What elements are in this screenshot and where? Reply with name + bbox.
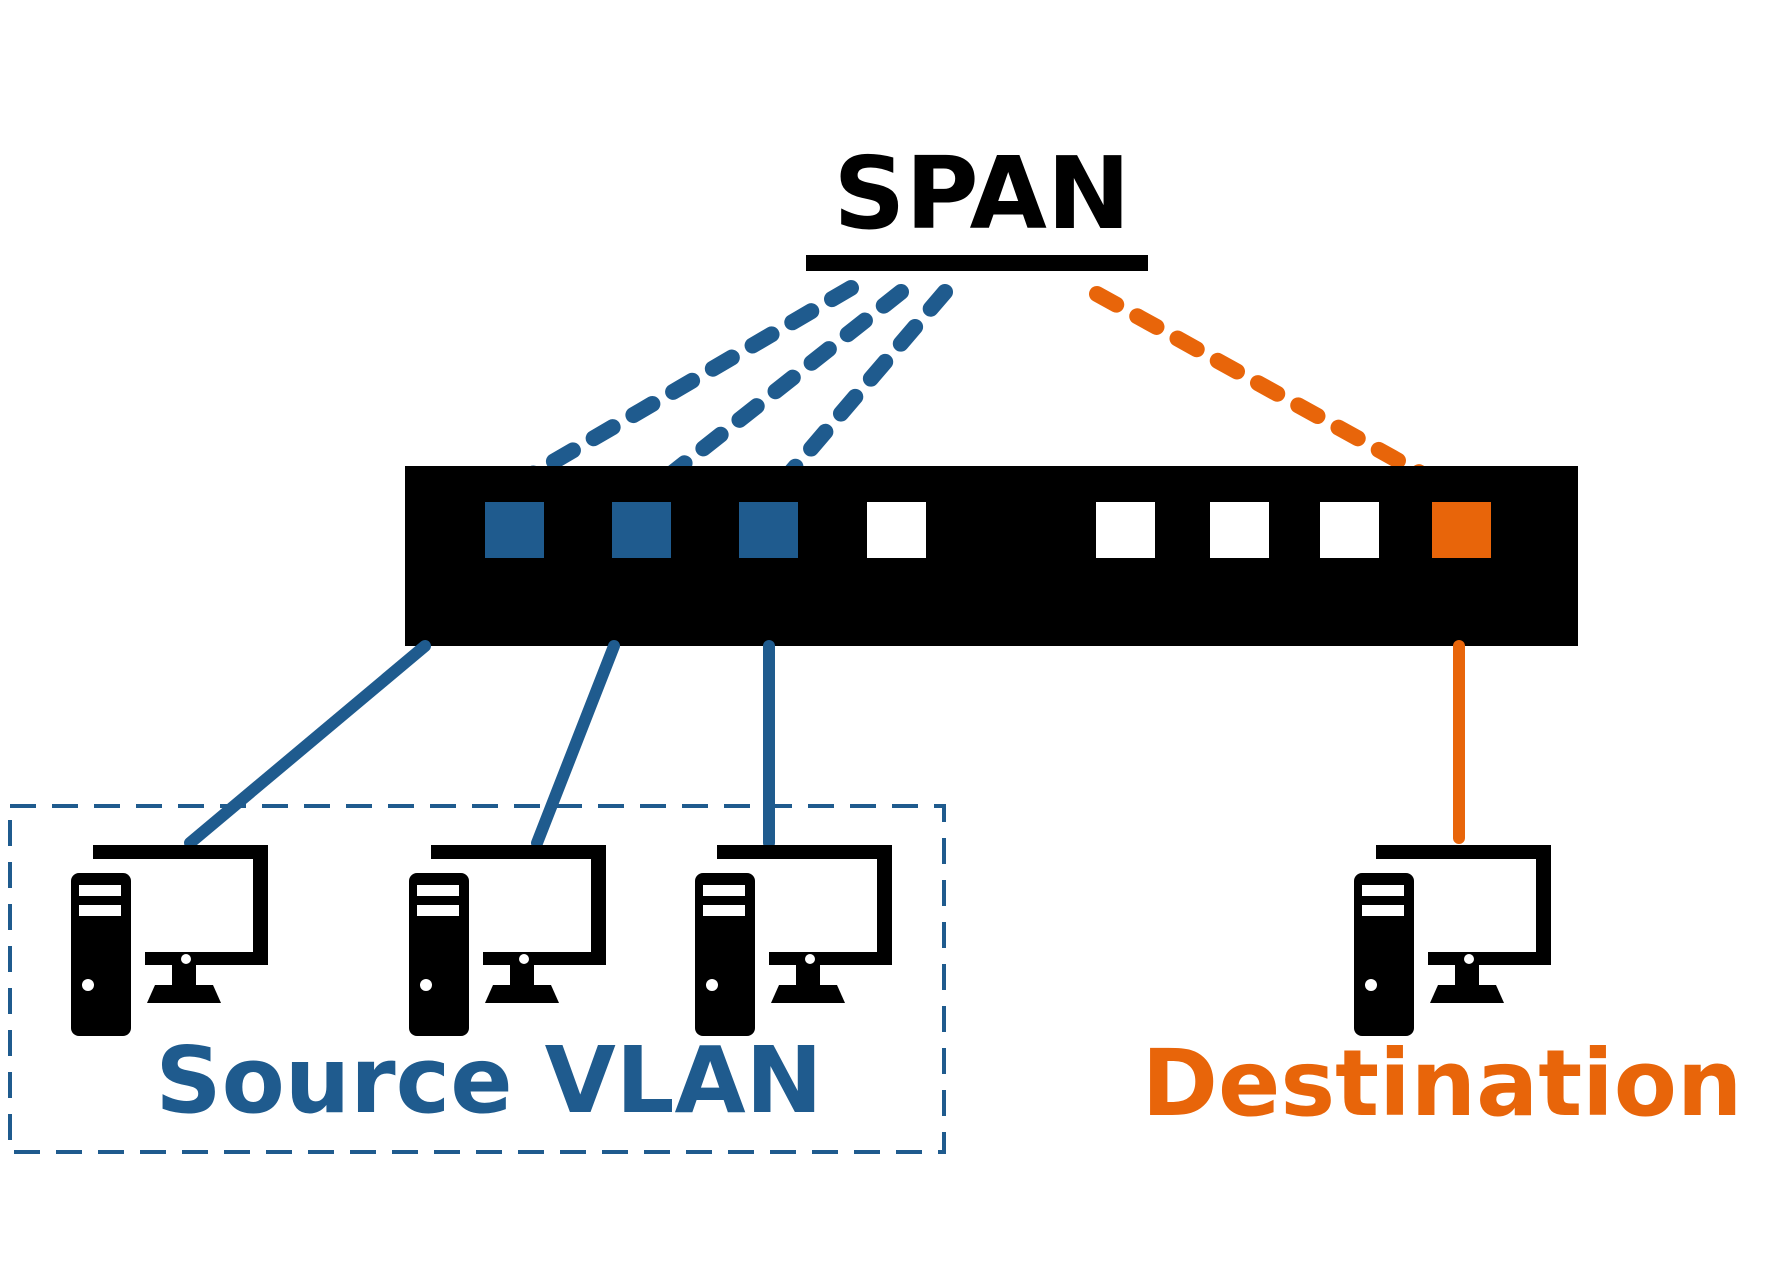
switch-port-idle-7 — [1320, 502, 1379, 558]
title-underline — [806, 255, 1148, 271]
diagram-title: SPAN — [833, 135, 1130, 252]
desktop-computer-icon — [409, 845, 606, 1036]
network-switch — [405, 466, 1578, 646]
source-vlan-group — [8, 804, 946, 1154]
switch-port-idle-5 — [1096, 502, 1155, 558]
switch-port-idle-4 — [867, 502, 926, 558]
mirror-link-source-1 — [509, 280, 859, 491]
mirror-link-source-3 — [765, 284, 953, 501]
switch-port-source-1 — [485, 502, 544, 558]
mirror-link-destination — [1089, 286, 1470, 504]
source-vlan-label: Source VLAN — [155, 1027, 822, 1134]
link-source-computer-2 — [531, 640, 620, 849]
desktop-computer-icon — [1354, 845, 1551, 1036]
physical-links — [184, 640, 1465, 849]
switch-ports — [485, 502, 1491, 558]
switch-port-destination-8 — [1432, 502, 1491, 558]
mirror-link-source-2 — [639, 284, 909, 501]
switch-port-idle-6 — [1210, 502, 1269, 558]
mirror-links — [509, 280, 1470, 504]
destination-label: Destination — [1142, 1030, 1743, 1137]
desktop-computer-icon — [71, 845, 268, 1036]
switch-port-source-2 — [612, 502, 671, 558]
switch-port-source-3 — [739, 502, 798, 558]
link-source-computer-1 — [184, 640, 431, 849]
desktop-computer-icon — [695, 845, 892, 1036]
